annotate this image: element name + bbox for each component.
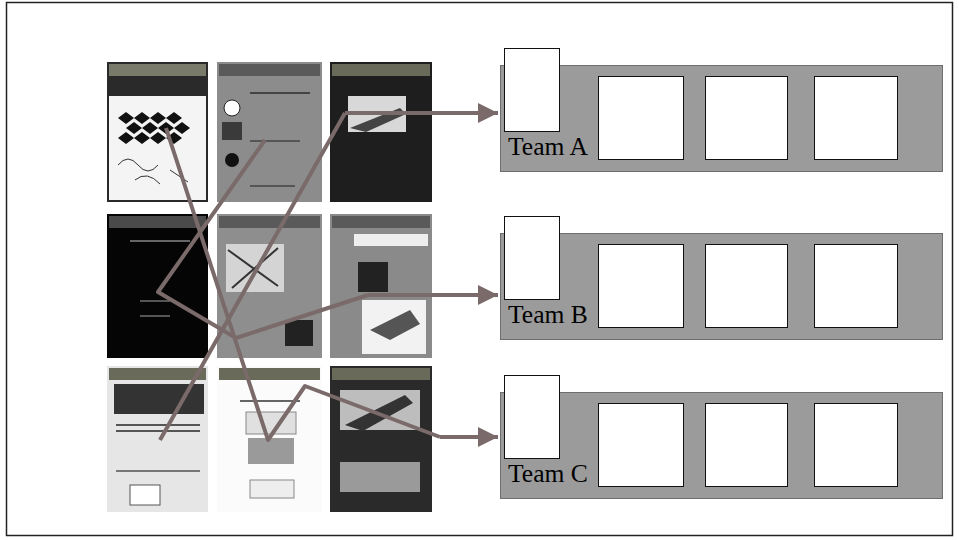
member-card: [504, 375, 560, 459]
member-card: [705, 76, 788, 160]
frame: [7, 3, 953, 536]
member-card: [814, 244, 898, 328]
member-card: [598, 76, 684, 160]
team-label: Team B: [508, 302, 588, 328]
member-card: [814, 76, 898, 160]
screenshot-grid: [107, 62, 432, 512]
member-card: [814, 403, 898, 487]
team-band: Team A: [500, 65, 943, 172]
team-arrows: [345, 113, 498, 437]
member-card: [504, 48, 560, 132]
member-card: [598, 403, 684, 487]
path-lines: [158, 113, 440, 440]
member-card: [705, 244, 788, 328]
team-label: Team C: [508, 461, 588, 487]
member-card: [705, 403, 788, 487]
team-band: Team B: [500, 233, 943, 340]
team-label: Team A: [508, 134, 588, 160]
member-card: [504, 216, 560, 300]
member-card: [598, 244, 684, 328]
team-band: Team C: [500, 392, 943, 499]
